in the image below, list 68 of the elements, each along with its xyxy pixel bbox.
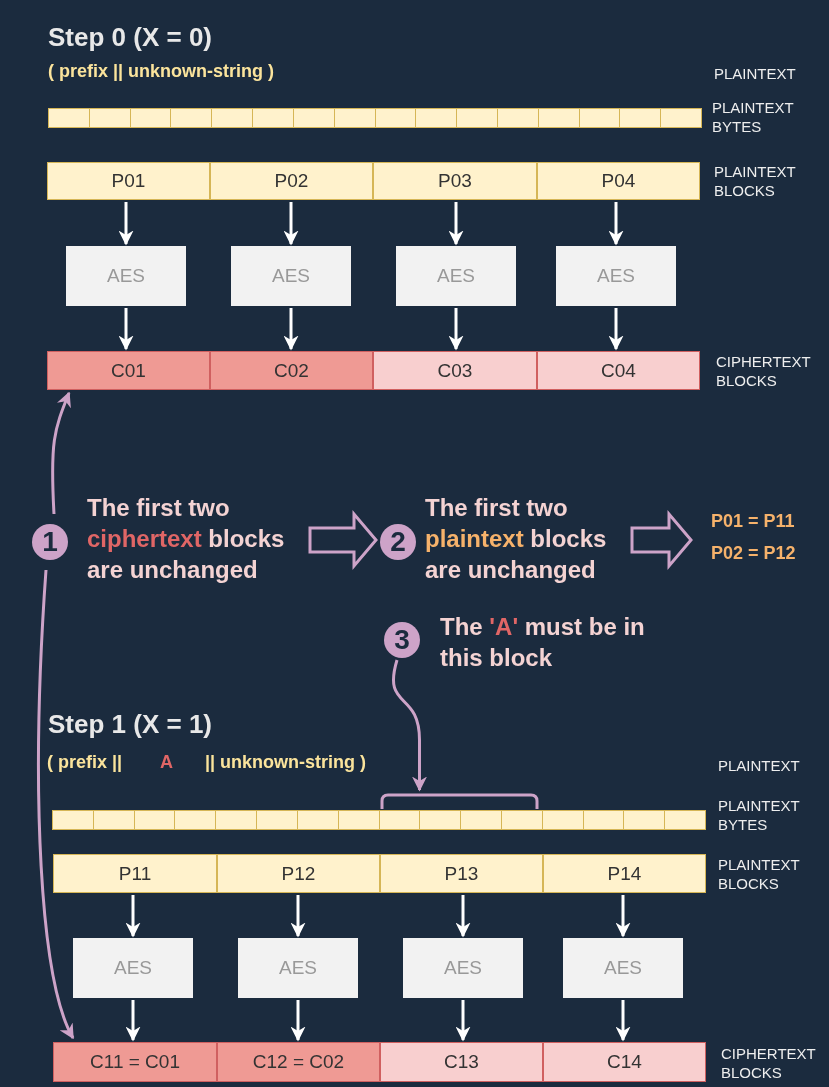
plaintext-block: P13 [380, 854, 543, 893]
arrow [615, 895, 631, 938]
ciphertext-block: C01 [47, 351, 210, 390]
callout-number: 2 [380, 524, 416, 560]
arrow [283, 202, 299, 246]
byte-strip [48, 108, 702, 128]
plaintext-block: P01 [47, 162, 210, 200]
arrow [608, 308, 624, 351]
arrow [51, 391, 71, 515]
arrow [455, 1000, 471, 1042]
row-label: PLAINTEXT BYTES [712, 98, 795, 136]
ciphertext-block: C14 [543, 1042, 706, 1082]
plaintext-block: P02 [210, 162, 373, 200]
arrow [392, 659, 427, 792]
plaintext-formula: || unknown-string ) [205, 753, 367, 772]
aes-box: AES [66, 246, 186, 306]
ciphertext-block: C13 [380, 1042, 543, 1082]
ciphertext-block: C11 = C01 [53, 1042, 217, 1082]
callout-text: The first two ciphertext blocks are unchanged [87, 493, 286, 585]
callout-number: 1 [32, 524, 68, 560]
arrow [118, 202, 134, 246]
arrow [455, 895, 471, 938]
row-label: PLAINTEXT [714, 64, 796, 83]
plaintext-formula: ( prefix || unknown-string ) [48, 62, 275, 81]
arrow [37, 569, 75, 1040]
inserted-byte: A [160, 753, 173, 772]
row-label: PLAINTEXT [718, 756, 800, 775]
arrow [290, 1000, 306, 1042]
plaintext-block: P03 [373, 162, 537, 200]
arrow [615, 1000, 631, 1042]
byte-strip [52, 810, 706, 830]
callout-text: The 'A' must be in this block [440, 612, 646, 673]
aes-box: AES [238, 938, 358, 998]
row-label: CIPHERTEXT BLOCKS [716, 352, 812, 390]
equation-text: P01 = P11 [711, 511, 796, 531]
aes-box: AES [403, 938, 523, 998]
plaintext-formula: ( prefix || [47, 753, 123, 772]
arrow [118, 308, 134, 351]
plaintext-block: P12 [217, 854, 380, 893]
arrow [608, 202, 624, 246]
aes-box: AES [396, 246, 516, 306]
row-label: PLAINTEXT BLOCKS [714, 162, 797, 200]
ciphertext-block: C04 [537, 351, 700, 390]
row-label: CIPHERTEXT BLOCKS [721, 1044, 817, 1082]
row-label: PLAINTEXT BLOCKS [718, 855, 801, 893]
ciphertext-block: C02 [210, 351, 373, 390]
callout-text: The first two plaintext blocks are unchanged [425, 493, 608, 585]
equation-text: P02 = P12 [711, 543, 796, 563]
arrow [448, 308, 464, 351]
aes-box: AES [556, 246, 676, 306]
arrow [290, 895, 306, 938]
ciphertext-block: C03 [373, 351, 537, 390]
block-arrow [308, 509, 378, 571]
row-label: PLAINTEXT BYTES [718, 796, 801, 834]
plaintext-block: P04 [537, 162, 700, 200]
plaintext-block: P14 [543, 854, 706, 893]
arrow [283, 308, 299, 351]
ciphertext-block: C12 = C02 [217, 1042, 380, 1082]
block-arrow [630, 509, 693, 571]
arrow [125, 895, 141, 938]
bracket [380, 793, 539, 809]
callout-number: 3 [384, 622, 420, 658]
aes-box: AES [563, 938, 683, 998]
arrow [448, 202, 464, 246]
arrow [125, 1000, 141, 1042]
plaintext-block: P11 [53, 854, 217, 893]
aes-box: AES [73, 938, 193, 998]
aes-box: AES [231, 246, 351, 306]
